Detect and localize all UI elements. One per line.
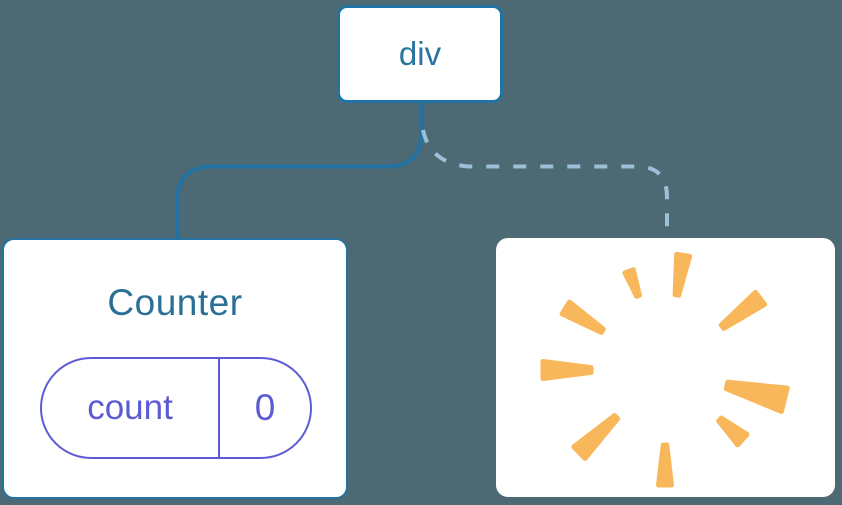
connector-removed-dashed [421,129,669,239]
connector-counter-solid [175,102,424,239]
state-value: 0 [254,387,276,428]
poof-icon [540,251,790,488]
state-pill: count 0 [40,357,312,459]
poof-ray [656,442,674,488]
poof-ray [540,359,594,381]
state-key: count [42,359,220,457]
poof-ray [723,379,790,414]
tree-node-removed [496,238,835,497]
poof-ray [559,299,606,335]
poof-ray [672,251,693,298]
poof-ray [718,289,768,331]
tree-node-div-label: div [398,35,442,72]
counter-title: Counter [107,282,243,323]
poof-ray [571,413,621,461]
tree-node-counter: Counter count 0 [2,238,348,499]
poof-ray [716,415,750,448]
poof-ray [622,267,642,299]
tree-node-div: div [337,5,503,103]
